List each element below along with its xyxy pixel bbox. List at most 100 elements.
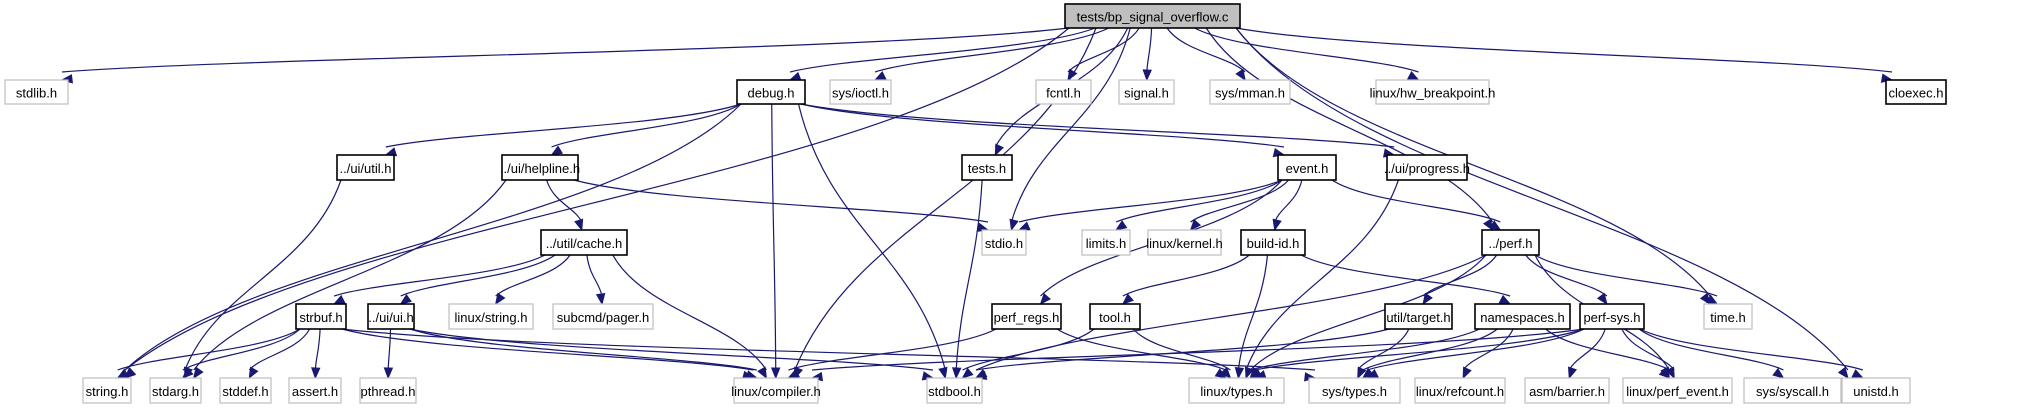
node-helpline[interactable]: ../ui/helpline.h xyxy=(500,154,580,181)
node-box xyxy=(501,154,579,181)
arrowhead xyxy=(1772,367,1785,379)
edge-cache-to-lstring xyxy=(494,254,571,306)
node-label: perf-sys.h xyxy=(1583,310,1640,325)
node-label: util/target.h xyxy=(1386,310,1450,325)
node-cloexec[interactable]: cloexec.h xyxy=(1885,79,1947,105)
node-limits: limits.h xyxy=(1081,229,1131,256)
arrowhead xyxy=(1851,369,1865,379)
node-ltypes: linux/types.h xyxy=(1188,377,1285,404)
node-label: assert.h xyxy=(292,384,338,399)
node-perfsys[interactable]: perf-sys.h xyxy=(1579,303,1645,330)
node-stdarg: stdarg.h xyxy=(149,377,202,404)
node-label: event.h xyxy=(1286,161,1329,176)
edge-uiui-to-lcompiler xyxy=(409,328,759,380)
node-lcompiler: linux/compiler.h xyxy=(731,377,821,404)
arrowhead xyxy=(1665,366,1675,380)
node-box xyxy=(1743,377,1842,404)
node-buildid[interactable]: build-id.h xyxy=(1240,229,1306,256)
node-label: linux/compiler.h xyxy=(731,384,821,399)
edge-namespaces-to-lrefcount xyxy=(1462,328,1514,380)
node-label: ../ui/ui.h xyxy=(368,310,414,325)
edge-debug-to-lcompiler xyxy=(770,103,781,380)
node-box xyxy=(1081,229,1131,256)
arrowhead xyxy=(1361,367,1375,379)
edge-tool-to-stdbool xyxy=(961,328,1095,379)
node-progress[interactable]: ../ui/progress.h xyxy=(1384,154,1470,181)
node-stddef: stddef.h xyxy=(219,377,272,404)
edge-target-to-stdbool xyxy=(974,328,1390,380)
node-target[interactable]: util/target.h xyxy=(1384,303,1453,330)
node-perf[interactable]: ../perf.h xyxy=(1481,229,1540,256)
edge-event-to-lkernel xyxy=(1189,179,1290,232)
node-debug[interactable]: debug.h xyxy=(736,79,806,105)
node-testsh[interactable]: tests.h xyxy=(961,154,1013,181)
edge-helpline-to-stdarg xyxy=(192,179,507,380)
node-label: signal.h xyxy=(1124,86,1169,101)
node-uiui[interactable]: ../ui/ui.h xyxy=(367,303,415,330)
edge-perf-to-target xyxy=(1422,254,1498,306)
node-box xyxy=(1089,303,1141,330)
node-lkernel: linux/kernel.h xyxy=(1146,229,1223,256)
edge-buildid-to-tool xyxy=(1121,254,1250,305)
arrowhead xyxy=(1837,366,1849,380)
edge-buildid-to-ltypes xyxy=(1234,254,1269,380)
node-box xyxy=(1481,229,1540,256)
node-label: string.h xyxy=(86,384,129,399)
edge-event-to-limits xyxy=(1114,179,1283,231)
arrowhead xyxy=(1568,366,1578,380)
edge-root-to-stdio xyxy=(1009,27,1131,232)
node-pager: subcmd/pager.h xyxy=(552,303,654,330)
node-box xyxy=(552,303,654,330)
node-root[interactable]: tests/bp_signal_overflow.c xyxy=(1064,3,1241,29)
edge-root-to-sysmman xyxy=(1166,27,1246,82)
edge-cache-to-lcompiler xyxy=(612,254,768,380)
node-box xyxy=(1375,79,1490,105)
arrowhead xyxy=(595,292,606,306)
node-unistd: unistd.h xyxy=(1841,377,1911,404)
edge-cache-to-pager xyxy=(586,254,606,306)
node-asmbarrier: asm/barrier.h xyxy=(1524,377,1610,404)
node-tool[interactable]: tool.h xyxy=(1089,303,1141,330)
edge-testsh-to-stdbool xyxy=(952,179,983,380)
edge-uiui-to-stdbool xyxy=(409,328,935,381)
node-strbuf[interactable]: strbuf.h xyxy=(295,303,347,330)
node-label: linux/types.h xyxy=(1200,384,1272,399)
node-label: sys/types.h xyxy=(1322,384,1387,399)
node-box xyxy=(991,303,1062,330)
node-cache[interactable]: ../util/cache.h xyxy=(540,229,628,256)
node-label: asm/barrier.h xyxy=(1529,384,1605,399)
node-lperfevent: linux/perf_event.h xyxy=(1622,377,1733,404)
edge-perfsys-to-lperfevent xyxy=(1621,328,1675,380)
node-box xyxy=(82,377,132,404)
node-label: linux/refcount.h xyxy=(1416,384,1504,399)
arrowhead xyxy=(116,368,130,379)
arrowhead xyxy=(332,294,346,305)
edge-strbuf-to-systypes xyxy=(341,328,1317,382)
node-perfregs[interactable]: perf_regs.h xyxy=(991,303,1062,330)
arrowhead xyxy=(248,366,259,380)
arrowhead xyxy=(1272,218,1282,232)
arrowhead xyxy=(399,294,412,305)
node-label: cloexec.h xyxy=(1889,86,1944,101)
node-event[interactable]: event.h xyxy=(1277,154,1337,181)
node-label: ../ui/util.h xyxy=(339,161,391,176)
node-label: stdlib.h xyxy=(16,86,57,101)
node-label: ../perf.h xyxy=(1488,236,1532,251)
node-box xyxy=(540,229,628,256)
edge-perf-to-time xyxy=(1534,254,1719,305)
arrowhead xyxy=(383,367,394,380)
node-label: perf_regs.h xyxy=(994,310,1060,325)
arrowhead xyxy=(494,292,506,306)
edge-root-to-debug xyxy=(788,27,1096,81)
node-namespaces[interactable]: namespaces.h xyxy=(1474,303,1571,330)
node-box xyxy=(1277,154,1337,181)
node-uiutil[interactable]: ../ui/util.h xyxy=(336,154,395,181)
edge-debug-to-stdbool xyxy=(797,103,948,380)
node-box xyxy=(1841,377,1911,404)
node-box xyxy=(733,377,819,404)
edge-buildid-to-namespaces xyxy=(1300,254,1512,305)
arrowhead xyxy=(574,218,584,232)
node-assert: assert.h xyxy=(288,377,342,404)
node-lstring: linux/string.h xyxy=(448,303,534,330)
node-box xyxy=(359,377,417,404)
